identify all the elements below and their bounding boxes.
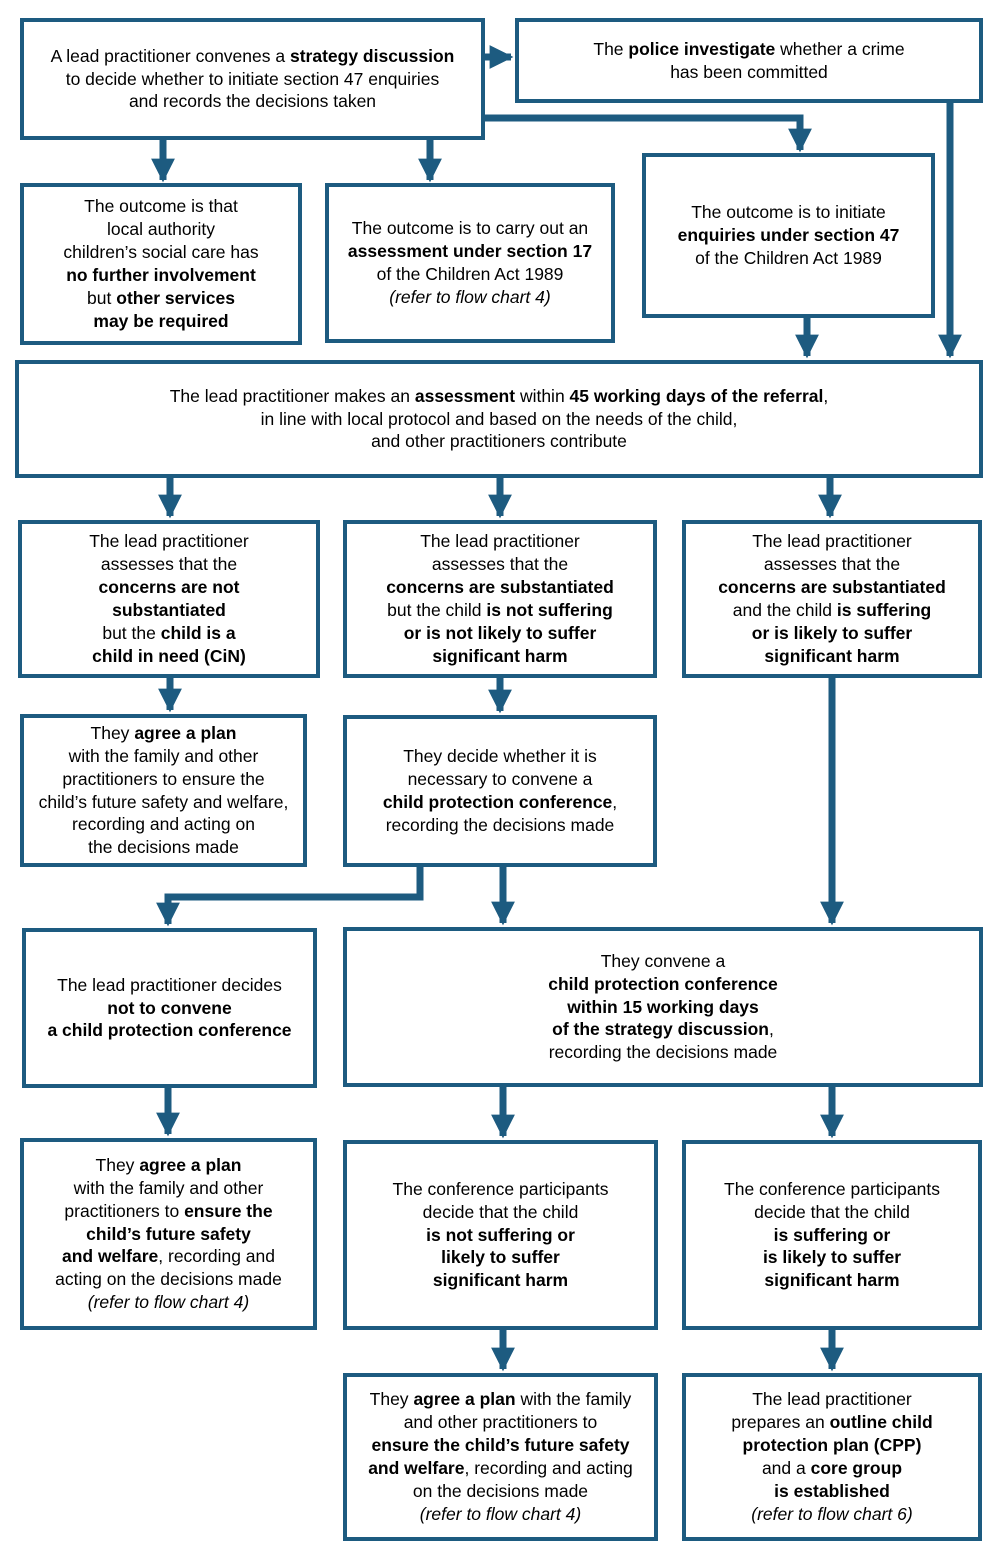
node-police-investigate: The police investigate whether a crime h… [515, 18, 983, 103]
node-conference-not-suffering: The conference participants decide that … [343, 1140, 658, 1330]
node-decide-conference-text: They decide whether it is necessary to c… [382, 746, 618, 835]
node-assessment-45-days: The lead practitioner makes an assessmen… [15, 360, 983, 478]
node-concerns-not-substantiated-text: The lead practitioner assesses that the … [89, 531, 249, 666]
node-section-47: The outcome is to initiate enquiries und… [642, 153, 935, 318]
node-assessment-45-days-text: The lead practitioner makes an assessmen… [169, 385, 829, 452]
node-concerns-not-substantiated: The lead practitioner assesses that the … [18, 520, 320, 678]
node-outline-cpp-text: The lead practitioner prepares an outlin… [731, 1389, 933, 1524]
node-agree-plan-after-decision: They agree a plan with the family and ot… [20, 1138, 317, 1330]
node-agree-plan-cin-text: They agree a plan with the family and ot… [38, 722, 289, 858]
connector-decide-to-not-convene [156, 862, 424, 927]
node-substantiated-suffering: The lead practitioner assesses that the … [682, 520, 982, 678]
node-outline-cpp: The lead practitioner prepares an outlin… [682, 1373, 982, 1541]
node-substantiated-suffering-text: The lead practitioner assesses that the … [718, 531, 946, 666]
node-agree-plan-after-decision-text: They agree a plan with the family and ot… [55, 1154, 282, 1313]
node-substantiated-not-suffering-text: The lead practitioner assesses that the … [386, 531, 614, 666]
node-substantiated-not-suffering: The lead practitioner assesses that the … [343, 520, 657, 678]
node-section-17: The outcome is to carry out an assessmen… [325, 183, 615, 343]
node-convene-conference: They convene a child protection conferen… [343, 927, 983, 1087]
node-no-further-involvement: The outcome is that local authority chil… [20, 183, 302, 345]
node-section-17-text: The outcome is to carry out an assessmen… [347, 218, 593, 307]
node-decide-conference: They decide whether it is necessary to c… [343, 715, 657, 867]
node-conference-not-suffering-text: The conference participants decide that … [392, 1178, 609, 1291]
node-agree-plan-conference-text: They agree a plan with the family and ot… [368, 1389, 633, 1524]
connector-strategy-to-section47 [483, 114, 812, 153]
node-not-convene-text: The lead practitioner decides not to con… [47, 974, 292, 1041]
node-agree-plan-cin: They agree a plan with the family and ot… [20, 714, 307, 867]
node-agree-plan-conference: They agree a plan with the family and ot… [343, 1373, 658, 1541]
node-convene-conference-text: They convene a child protection conferen… [548, 950, 778, 1063]
node-section-47-text: The outcome is to initiate enquiries und… [677, 202, 900, 268]
node-no-further-involvement-text: The outcome is that local authority chil… [63, 196, 259, 331]
node-not-convene: The lead practitioner decides not to con… [22, 928, 317, 1088]
node-strategy-discussion-text: A lead practitioner convenes a strategy … [50, 45, 455, 112]
node-strategy-discussion: A lead practitioner convenes a strategy … [20, 18, 485, 140]
node-conference-suffering: The conference participants decide that … [682, 1140, 982, 1330]
node-police-investigate-text: The police investigate whether a crime h… [593, 38, 905, 82]
node-conference-suffering-text: The conference participants decide that … [724, 1178, 940, 1291]
